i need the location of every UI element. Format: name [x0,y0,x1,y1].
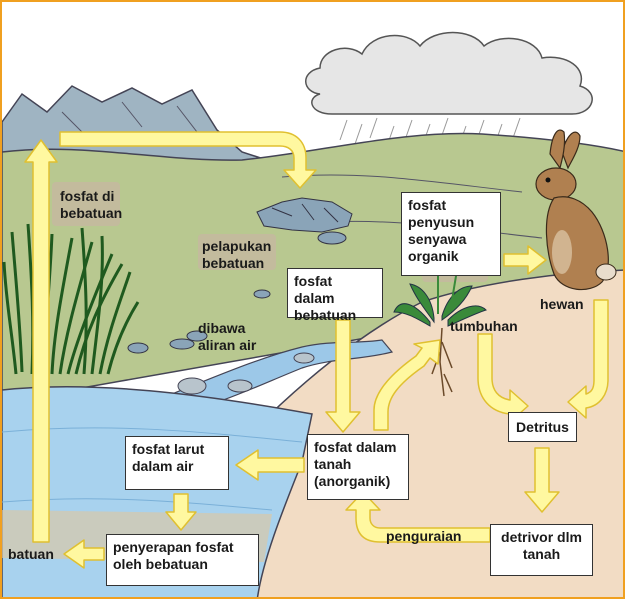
label-penguraian: penguraian [386,528,462,544]
arrow-penyerapan-to-batuan [63,539,105,569]
arrow-penguraian [345,491,491,543]
arrow-batuan-up [24,139,58,543]
label-hewan: hewan [540,296,584,312]
arrow-larut-to-penyerapan [165,493,197,531]
box-fosfat-dalam-bebatuan: fosfat dalam bebatuan [287,268,383,323]
rabbit-icon [535,129,617,291]
arrow-bebatuan-to-tanah [325,319,361,433]
arrow-top-curve [59,131,317,189]
arrow-tanah-to-tumbuhan [373,339,441,431]
arrow-organik-to-hewan [503,245,547,275]
arrow-detritus-to-detrivor [524,447,560,513]
box-detritus: Detritus [508,412,577,442]
arrow-hewan-to-detritus [567,299,609,419]
label-pelapukan-bebatuan: pelapukan bebatuan [202,238,272,271]
weathering-rocks-icon [127,197,353,354]
label-tumbuhan: tumbuhan [450,318,518,334]
box-fosfat-dalam-tanah: fosfat dalam tanah (anorganik) [307,434,409,500]
box-fosfat-penyusun-senyawa-organik: fosfat penyusun senyawa organik [401,192,501,276]
reeds-icon [2,223,140,375]
arrow-tanah-to-larut [235,449,305,481]
arrow-tumbuhan-to-detritus [477,333,529,423]
box-fosfat-larut-dalam-air: fosfat larut dalam air [125,436,229,490]
box-penyerapan-fosfat: penyerapan fosfat oleh bebatuan [106,534,259,586]
box-detrivor-dlm-tanah: detrivor dlm tanah [490,524,593,576]
label-batuan: batuan [8,546,54,562]
flow-arrows [24,131,609,569]
label-fosfat-di-bebatuan: fosfat di bebatuan [60,188,123,221]
rain-cloud-icon [305,31,593,115]
label-dibawa-aliran-air: dibawa aliran air [198,320,257,353]
